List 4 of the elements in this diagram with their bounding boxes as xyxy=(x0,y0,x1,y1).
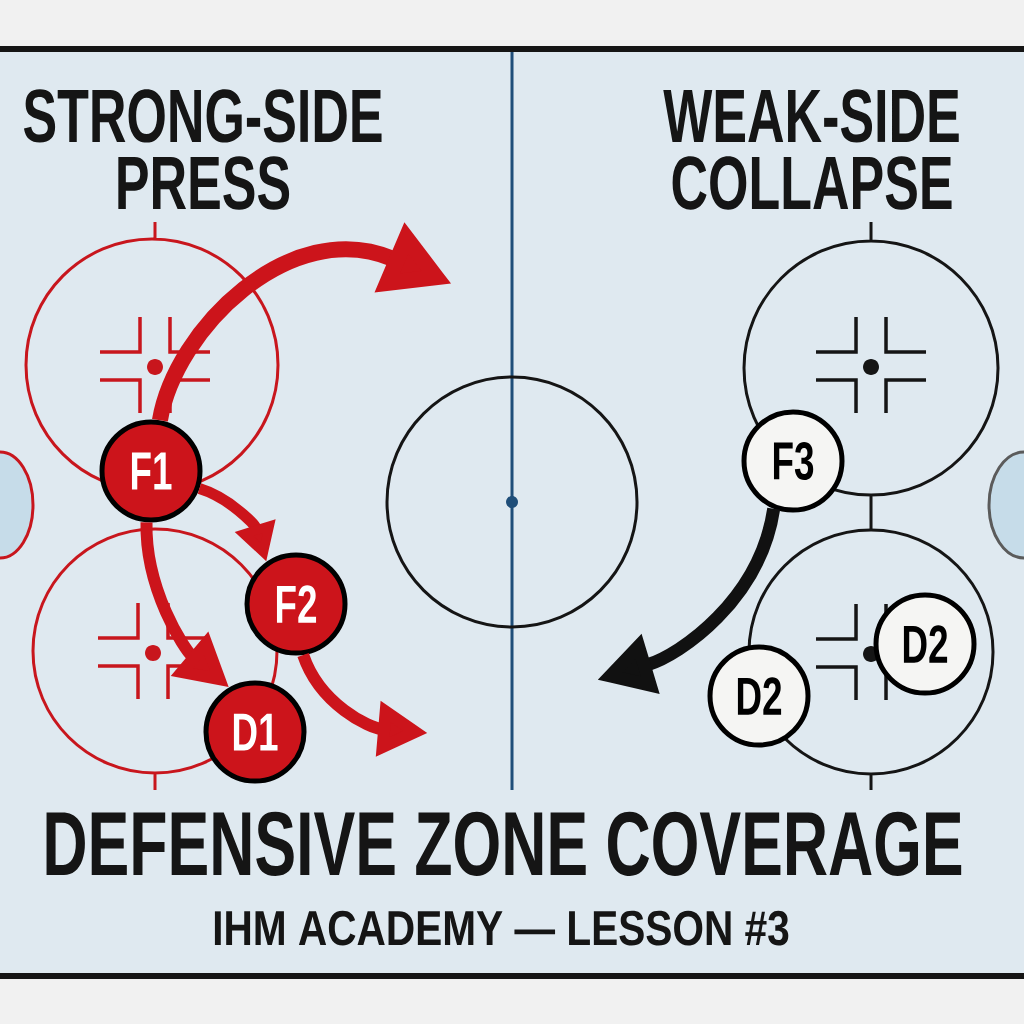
caption: IHM ACADEMY — LESSON #3 xyxy=(214,910,789,946)
heading: WEAK-SIDE COLLAPSE xyxy=(663,89,959,210)
title: DEFENSIVE ZONE COVERAGE xyxy=(46,811,962,876)
heading: STRONG-SIDE PRESS xyxy=(23,89,382,210)
